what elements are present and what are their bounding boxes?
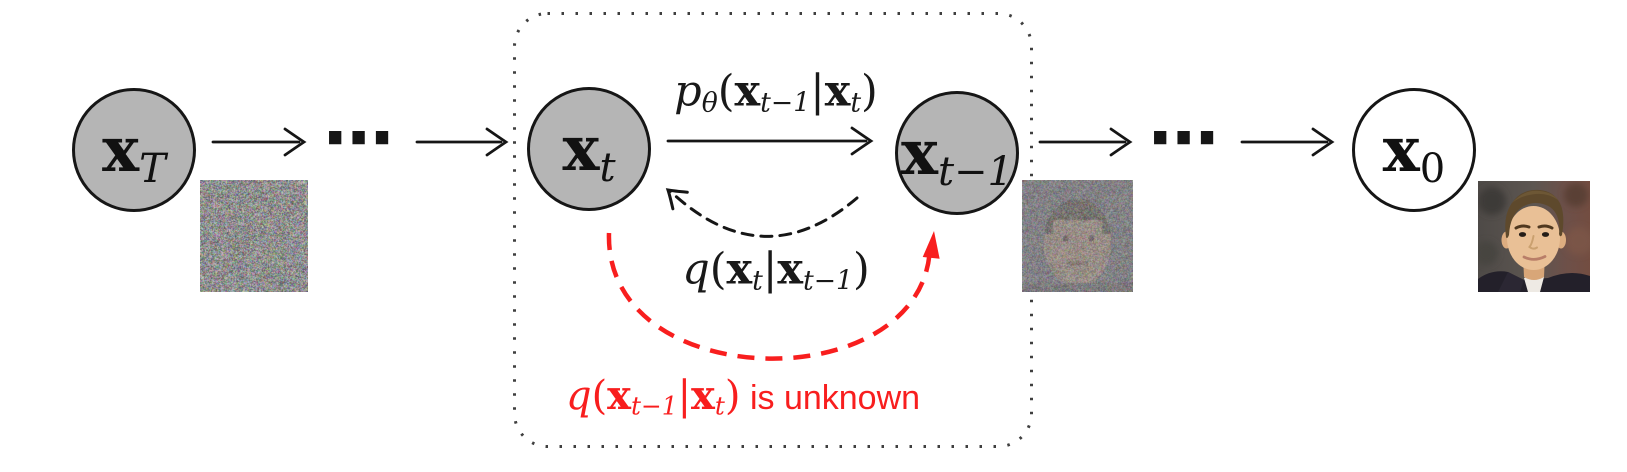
red-arrowhead: [922, 231, 940, 259]
node-xT-base: x: [102, 113, 140, 186]
eyebrow-left: [1514, 224, 1531, 230]
node-xt-sub: t: [599, 145, 616, 192]
node-xt-1-base: x: [900, 116, 938, 189]
node-x0-label: x0: [1383, 119, 1445, 190]
unknown-posterior-red-arrow: [606, 231, 940, 361]
node-xt-label: xt: [562, 118, 615, 189]
node-xt: xt: [527, 87, 651, 211]
reverse-process-label: pθ(xt−1|xt): [674, 66, 878, 119]
ellipsis-left: ⋯: [323, 96, 397, 179]
pure-noise-image: [200, 180, 308, 292]
arrow-xt1-to-ellipsis: [1038, 127, 1132, 157]
eyebrow-right: [1537, 224, 1554, 230]
eye-left: [1518, 232, 1527, 237]
unknown-posterior-note: q(xt−1|xt) is unknown: [565, 372, 921, 421]
reverse-fn-sub: θ: [701, 87, 718, 119]
background-blobs: [1478, 183, 1590, 265]
node-xT-sub: T: [139, 146, 166, 193]
unknown-note-text: is unknown: [740, 379, 921, 417]
forward-process-label: q(xt|xt−1): [682, 244, 870, 297]
portrait-photo: [1478, 181, 1590, 292]
node-xt-1: xt−1: [895, 91, 1019, 215]
node-xt-1-sub: t−1: [937, 149, 1013, 196]
unknown-fn: q: [565, 373, 592, 419]
node-x0-base: x: [1382, 113, 1420, 186]
hair: [1505, 189, 1564, 239]
node-xT-label: xT: [102, 119, 166, 190]
eye-right: [1541, 232, 1550, 237]
forward-fn: q: [682, 244, 710, 295]
ellipsis-right: ⋯: [1148, 96, 1222, 179]
reverse-process-arrow: [666, 126, 873, 156]
node-xt-1-label: xt−1: [901, 122, 1013, 193]
arrow-ellipsis-to-xt: [415, 127, 508, 157]
node-xT: xT: [72, 88, 196, 212]
reverse-fn: p: [674, 66, 702, 117]
node-x0-sub: 0: [1419, 146, 1446, 193]
nose: [1528, 235, 1538, 250]
noisy-face-image: [1022, 180, 1133, 292]
node-xt-base: x: [562, 112, 600, 185]
arrow-xT-to-ellipsis: [211, 127, 306, 157]
forward-chain-arrows: [211, 126, 1334, 157]
mouth: [1522, 255, 1547, 261]
forward-diffusion-dashed-arrow: [659, 180, 859, 238]
node-x0: x0: [1352, 88, 1476, 212]
arrow-ellipsis-to-x0: [1240, 127, 1334, 157]
